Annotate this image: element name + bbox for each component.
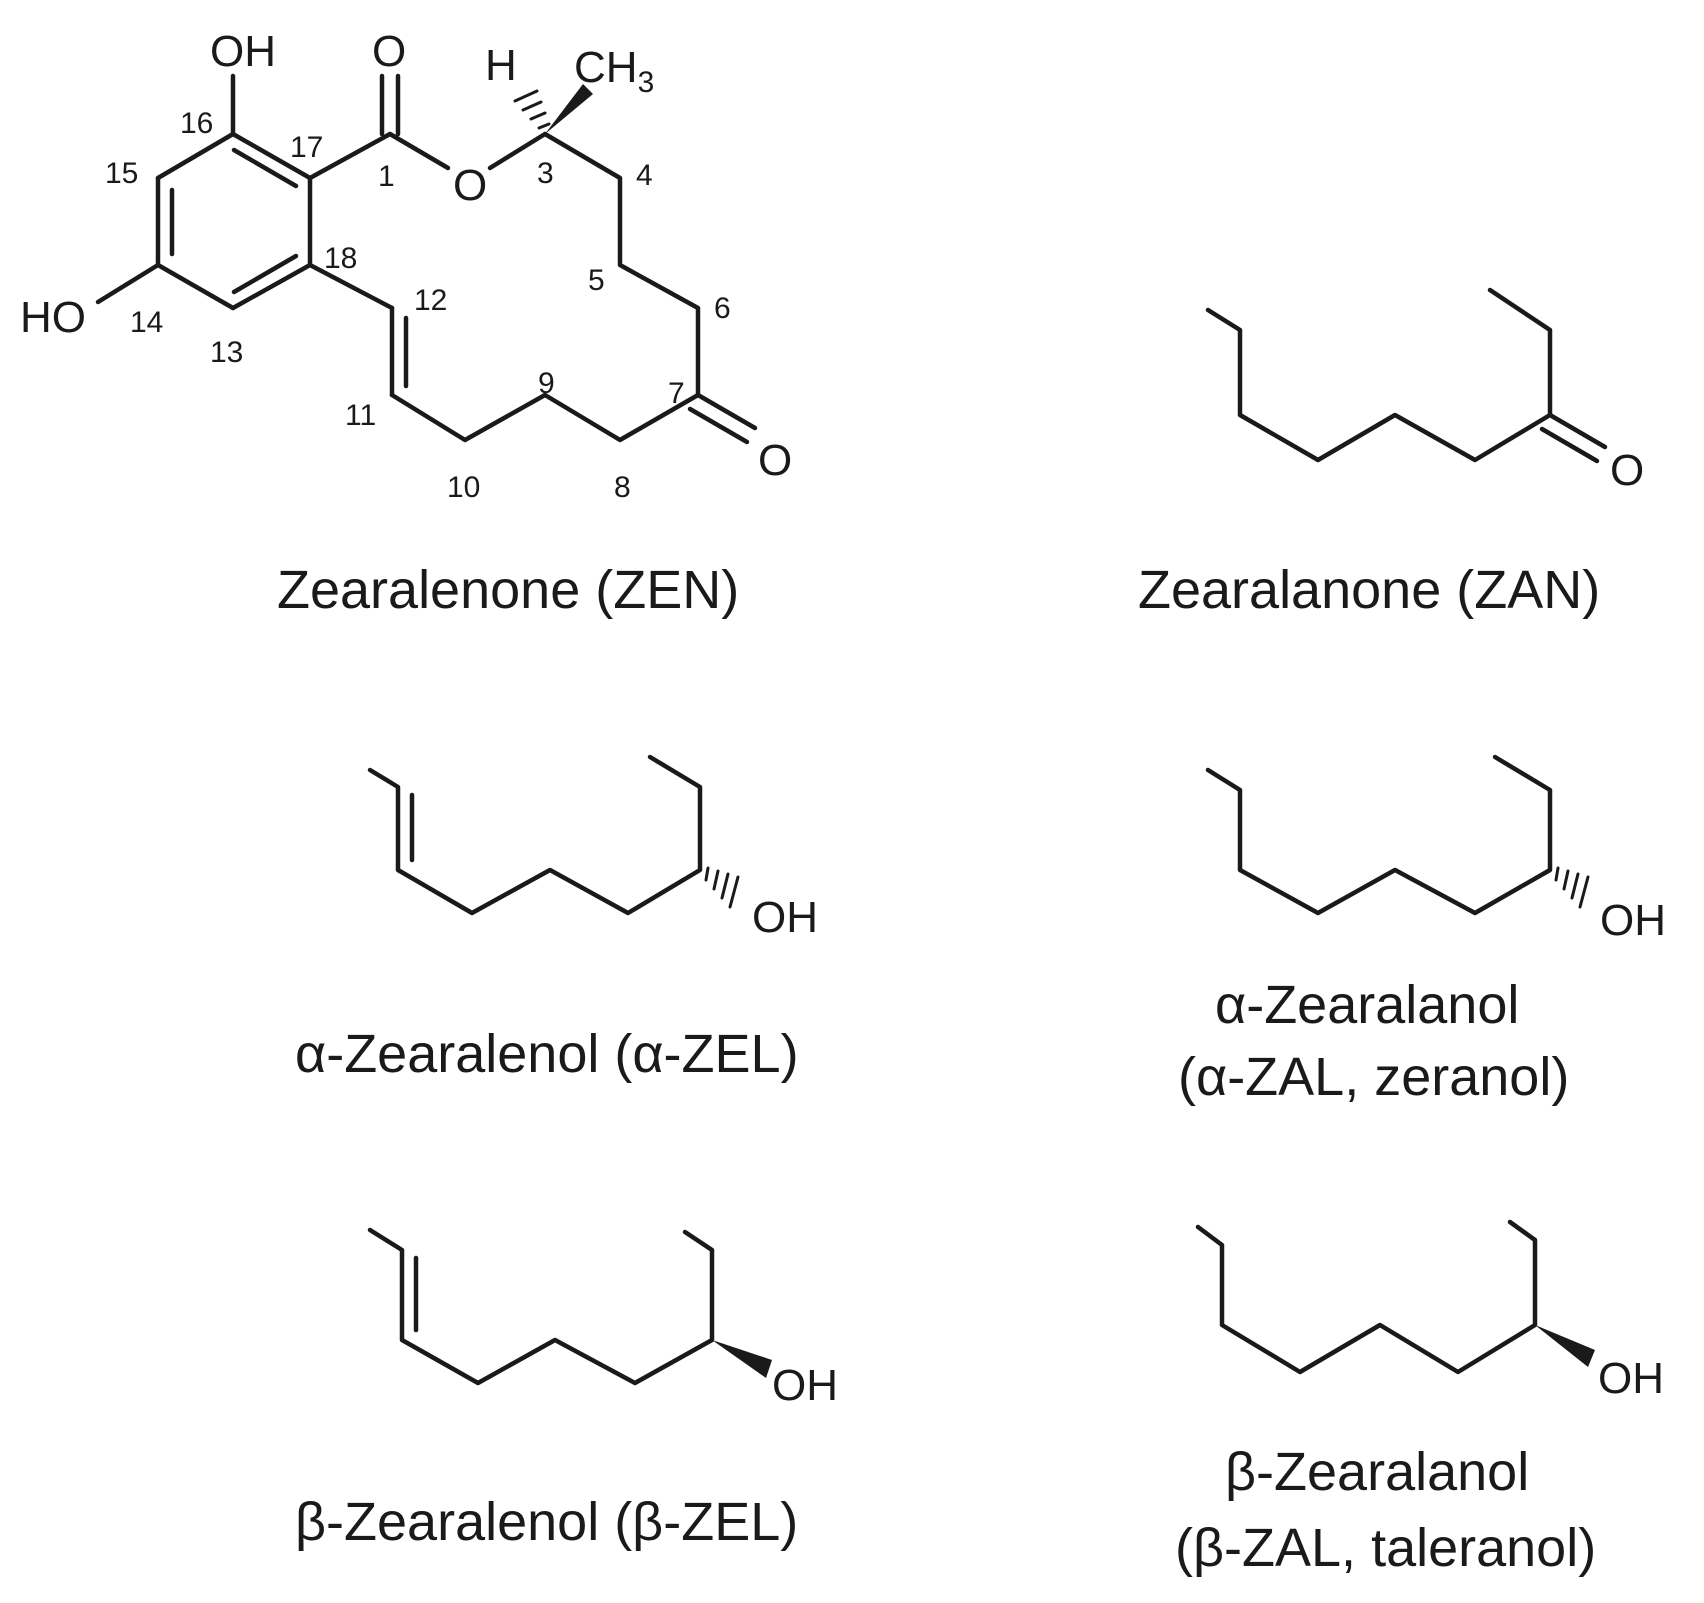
- a-zel-structure: OH α-Zearalenol (α-ZEL): [295, 754, 818, 1084]
- a-zel-oh-hash: [704, 866, 740, 909]
- b-zal-structure: OH β-Zearalanol (β-ZAL, taleranol): [1175, 1219, 1664, 1578]
- zan-ketone-bond-b: [1539, 426, 1600, 464]
- zen-num-13: 13: [210, 336, 243, 369]
- a-zal-caption-line2: (α-ZAL, zeranol): [1178, 1047, 1569, 1107]
- zen-ring-o-label: O: [453, 161, 487, 210]
- b-zal-caption-line2: (β-ZAL, taleranol): [1175, 1518, 1596, 1578]
- b-zal-chain: [1195, 1219, 1538, 1375]
- zen-num-18: 18: [324, 242, 357, 275]
- zen-c14-oh-bond: [95, 262, 161, 305]
- zen-num-7: 7: [668, 377, 685, 410]
- b-zel-structure: OH β-Zearalenol (β-ZEL): [295, 1227, 838, 1552]
- zen-c12-c18-bond: [307, 262, 395, 311]
- a-zal-structure: OH α-Zearalanol (α-ZAL, zeranol): [1178, 754, 1666, 1107]
- zen-oh-top-label: OH: [210, 27, 276, 76]
- zen-caption: Zearalenone (ZEN): [277, 560, 739, 620]
- zen-num-1: 1: [378, 160, 395, 193]
- a-zel-chain: [367, 754, 703, 916]
- zen-num-17: 17: [290, 131, 323, 164]
- zen-num-6: 6: [714, 292, 731, 325]
- zan-caption: Zearalanone (ZAN): [1138, 560, 1600, 620]
- b-zal-oh-wedge: [1535, 1325, 1595, 1367]
- zan-ketone-o-label: O: [1610, 446, 1644, 495]
- zen-num-4: 4: [636, 159, 653, 192]
- zan-chain: [1205, 287, 1553, 463]
- zen-num-5: 5: [588, 264, 605, 297]
- b-zal-caption-line1: β-Zearalanol: [1225, 1442, 1529, 1502]
- zen-num-14: 14: [130, 306, 163, 339]
- b-zel-oh-label: OH: [772, 1361, 838, 1410]
- a-zal-chain: [1205, 754, 1553, 916]
- zen-ch3-label: CH3: [574, 43, 654, 99]
- zen-h-label: H: [485, 41, 517, 90]
- zen-benzene-ring: [155, 131, 313, 311]
- zan-structure: O Zearalanone (ZAN): [1138, 287, 1644, 620]
- zen-c1-o-bond: [387, 131, 451, 171]
- a-zal-caption-line1: α-Zearalanol: [1215, 975, 1519, 1035]
- zen-num-16: 16: [180, 107, 213, 140]
- a-zel-caption: α-Zearalenol (α-ZEL): [295, 1024, 799, 1084]
- zen-ch3-subscript: 3: [638, 66, 655, 99]
- zen-ch-text: CH: [574, 43, 638, 92]
- b-zel-oh-wedge: [712, 1340, 772, 1378]
- zen-ketone-bond-a: [695, 392, 758, 431]
- zen-carbonyl-o-label: O: [372, 27, 406, 76]
- zen-ketone-bond-b: [687, 406, 750, 445]
- zen-num-10: 10: [447, 471, 480, 504]
- b-zel-chain: [367, 1227, 715, 1386]
- zen-c3-wedge: [545, 84, 593, 134]
- zen-c3-hash: [513, 89, 551, 130]
- b-zal-oh-label: OH: [1598, 1354, 1664, 1403]
- zen-structure: OH O H CH3 O HO O 1 3 4 5 6 7 8 9 10 11 …: [20, 27, 792, 620]
- zen-num-3: 3: [537, 157, 554, 190]
- zen-num-11: 11: [345, 399, 376, 432]
- a-zal-oh-label: OH: [1600, 896, 1666, 945]
- zen-num-12: 12: [414, 284, 447, 317]
- zen-num-15: 15: [105, 157, 138, 190]
- b-zel-caption: β-Zearalenol (β-ZEL): [295, 1492, 798, 1552]
- zan-ketone-bond-a: [1547, 412, 1608, 450]
- zen-c17-c1-bond: [307, 131, 393, 181]
- zen-ho-left-label: HO: [20, 293, 86, 342]
- zen-ketone-o-label: O: [758, 436, 792, 485]
- a-zel-oh-label: OH: [752, 893, 818, 942]
- zen-num-9: 9: [538, 367, 555, 400]
- a-zal-oh-hash: [1554, 866, 1590, 909]
- zen-num-8: 8: [614, 471, 631, 504]
- zen-position-numbers: 1 3 4 5 6 7 8 9 10 11 12 13 14 15 16 17 …: [105, 107, 731, 504]
- zen-o-c3-bond: [487, 131, 548, 171]
